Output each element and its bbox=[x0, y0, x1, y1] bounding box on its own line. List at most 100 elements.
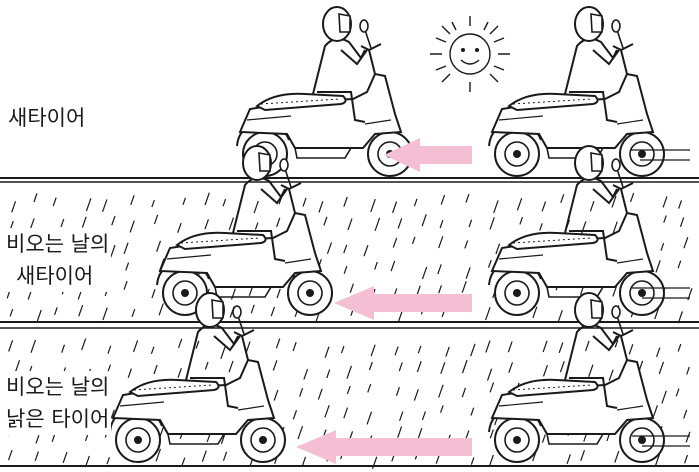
rain-streak bbox=[586, 341, 590, 351]
rain-streak bbox=[179, 339, 182, 348]
rain-streak bbox=[589, 365, 593, 377]
rain-streak bbox=[344, 197, 347, 207]
rain-streak bbox=[36, 435, 39, 443]
rain-streak bbox=[128, 369, 131, 378]
rain-streak bbox=[422, 411, 425, 420]
rain-streak bbox=[62, 345, 65, 353]
rain-streak bbox=[471, 344, 475, 356]
rain-streak bbox=[344, 245, 347, 253]
rain-streak bbox=[398, 218, 402, 228]
rain-streak bbox=[152, 289, 155, 298]
rain-streak bbox=[466, 194, 469, 202]
rain-streak bbox=[124, 281, 127, 290]
rain-streak bbox=[684, 410, 687, 419]
rain-streak bbox=[107, 457, 109, 464]
rain-streak bbox=[508, 342, 512, 353]
rain-streak bbox=[486, 341, 490, 353]
rain-streak bbox=[364, 245, 368, 256]
rain-streak bbox=[34, 193, 37, 202]
rain-streak bbox=[559, 343, 563, 353]
rain-streak bbox=[414, 389, 418, 400]
rain-streak bbox=[391, 261, 395, 271]
rain-streak bbox=[441, 405, 444, 412]
rain-streak bbox=[581, 221, 585, 234]
rain-streak bbox=[371, 199, 376, 212]
rain-streak bbox=[418, 428, 421, 438]
rain-streak bbox=[277, 289, 280, 298]
rain-streak bbox=[439, 285, 442, 293]
rain-streak bbox=[37, 310, 41, 321]
rain-streak bbox=[462, 360, 467, 373]
rain-streak bbox=[657, 348, 660, 357]
rain-streak bbox=[559, 310, 563, 321]
rain-streak bbox=[678, 261, 681, 269]
rain-streak bbox=[560, 361, 564, 372]
rain-streak bbox=[654, 405, 658, 416]
rain-streak bbox=[441, 195, 444, 205]
rain-streak bbox=[375, 262, 378, 270]
rain-streak bbox=[561, 194, 564, 202]
rain-streak bbox=[82, 339, 86, 350]
rain-streak bbox=[417, 286, 420, 295]
panel-3-label: 비오는 날의 낡은 타이어 bbox=[4, 371, 111, 435]
rain-streak bbox=[543, 341, 547, 352]
rain-streak bbox=[154, 215, 157, 224]
rain-streak bbox=[249, 287, 252, 296]
rain-streak bbox=[303, 198, 306, 207]
rain-streak bbox=[439, 385, 443, 398]
rain-streak bbox=[412, 237, 415, 244]
rain-streak bbox=[9, 450, 13, 460]
rain-streak bbox=[373, 457, 377, 469]
rain-streak bbox=[159, 303, 163, 315]
rain-streak bbox=[255, 223, 257, 230]
rain-streak bbox=[79, 305, 83, 316]
rain-streak bbox=[422, 214, 426, 226]
rain-streak bbox=[440, 220, 443, 228]
rain-streak bbox=[686, 432, 690, 443]
rain-streak bbox=[293, 342, 296, 351]
panel-2-label: 비오는 날의 새타이어 bbox=[4, 228, 111, 292]
rain-streak bbox=[399, 362, 402, 371]
rain-streak bbox=[124, 243, 128, 254]
rain-streak bbox=[471, 457, 474, 464]
rain-streak bbox=[183, 198, 185, 205]
rain-streak bbox=[490, 217, 494, 229]
rain-streak bbox=[684, 237, 688, 248]
rain-streak bbox=[398, 426, 402, 437]
rain-streak bbox=[678, 344, 681, 351]
rain-streak bbox=[103, 199, 107, 211]
rain-streak bbox=[341, 346, 343, 353]
rain-streak bbox=[304, 369, 308, 379]
rain-streak bbox=[63, 452, 67, 463]
rain-streak bbox=[300, 388, 303, 396]
rain-streak bbox=[178, 223, 181, 233]
rain-streak bbox=[348, 219, 352, 230]
rain-streak bbox=[609, 370, 613, 381]
rain-streak bbox=[327, 242, 331, 253]
rain-streak bbox=[350, 284, 353, 293]
rain-streak bbox=[393, 238, 396, 248]
rain-streak bbox=[469, 220, 472, 227]
rain-streak bbox=[656, 260, 660, 272]
rain-streak bbox=[679, 200, 682, 208]
rain-streak bbox=[31, 340, 35, 353]
sun-icon bbox=[430, 16, 510, 92]
rain-streak bbox=[543, 365, 547, 376]
rain-streak bbox=[131, 195, 134, 205]
rain-streak bbox=[375, 218, 380, 231]
rain-streak bbox=[10, 309, 13, 316]
rain-streak bbox=[418, 346, 421, 353]
rain-streak bbox=[223, 199, 225, 206]
rain-streak bbox=[318, 389, 322, 400]
panel-1-label: 새타이어 bbox=[6, 102, 87, 134]
rain-streak bbox=[631, 193, 634, 202]
rain-streak bbox=[615, 451, 619, 463]
rain-streak bbox=[178, 368, 181, 378]
rain-streak bbox=[489, 260, 492, 268]
scooter-icon bbox=[489, 7, 664, 176]
arrow-left-icon bbox=[296, 430, 472, 464]
rain-streak bbox=[205, 219, 208, 229]
rain-streak bbox=[134, 340, 138, 352]
rain-streak bbox=[494, 200, 498, 212]
rain-streak bbox=[347, 366, 352, 379]
